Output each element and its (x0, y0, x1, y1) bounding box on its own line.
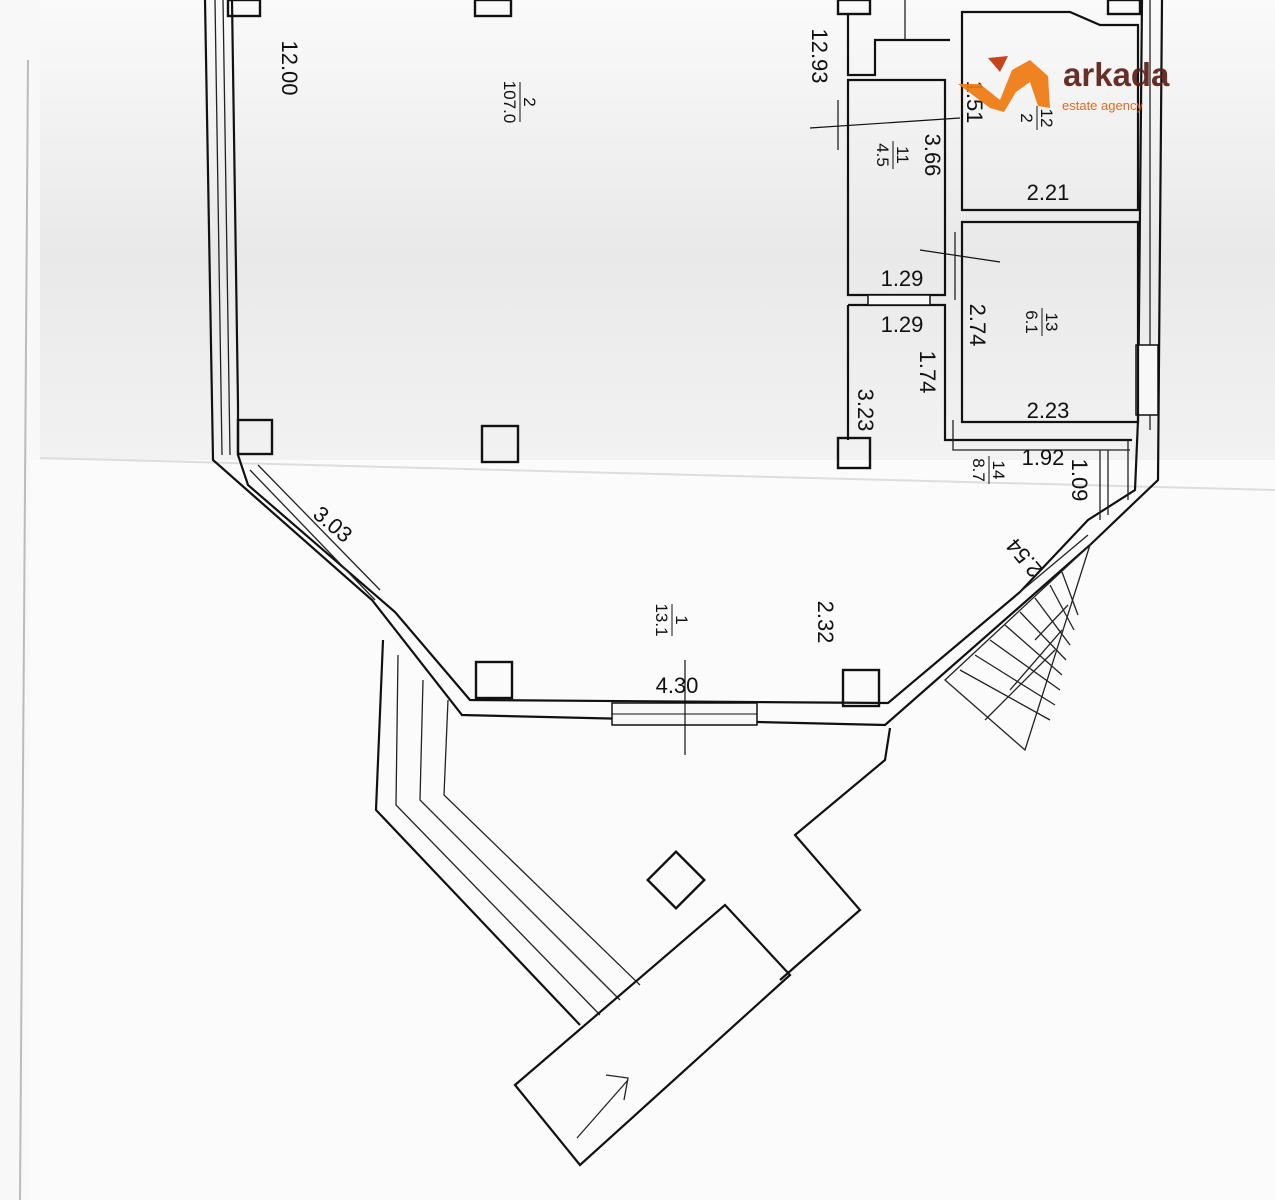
room-label-14: 14 8.7 (969, 456, 1008, 484)
svg-text:8.7: 8.7 (969, 458, 988, 482)
inner-partitions (837, 0, 1140, 520)
dimension-1-29-upper: 1.29 (881, 266, 924, 291)
dimension-1-92: 1.92 (1022, 445, 1065, 470)
entrance-ramp (374, 639, 892, 1167)
svg-text:4.5: 4.5 (873, 143, 892, 167)
room-label-1: 1 13.1 (652, 603, 691, 636)
dimension-lines (684, 117, 1001, 755)
dimension-3-66: 3.66 (920, 134, 945, 177)
svg-text:6.1: 6.1 (1022, 310, 1041, 334)
svg-text:2: 2 (1017, 113, 1036, 122)
dimension-2-23: 2.23 (1027, 398, 1070, 423)
room-label-13: 13 6.1 (1022, 308, 1061, 336)
dimension-1-09: 1.09 (1067, 459, 1092, 502)
dimension-12-00: 12.00 (277, 40, 302, 95)
svg-text:13: 13 (1042, 313, 1061, 332)
staircase (944, 542, 1092, 752)
svg-text:2: 2 (520, 97, 539, 106)
dimension-4-30: 4.30 (656, 673, 699, 698)
dimension-2-21: 2.21 (1027, 180, 1070, 205)
dimension-12-93: 12.93 (807, 28, 832, 83)
dimension-1-29-lower: 1.29 (881, 312, 924, 337)
logo-name: arkada (1063, 56, 1170, 93)
dimension-1-74: 1.74 (915, 351, 940, 394)
dimension-2-74: 2.74 (965, 304, 990, 347)
dimension-3-23: 3.23 (853, 389, 878, 432)
dimension-2-32: 2.32 (813, 601, 838, 644)
room-label-11: 11 4.5 (873, 141, 912, 169)
paper-upper-sheet (40, 0, 1275, 460)
svg-text:14: 14 (989, 461, 1008, 480)
paper-edge (19, 59, 29, 1200)
arkada-logo-mark (958, 60, 1050, 112)
arkada-logo: arkada estate agency (958, 56, 1170, 113)
structural-columns (226, 0, 1142, 910)
svg-text:12: 12 (1037, 109, 1056, 128)
svg-text:1: 1 (672, 615, 691, 624)
svg-text:11: 11 (893, 146, 912, 164)
paper-lower-sheet (30, 460, 1275, 1200)
logo-tagline: estate agency (1062, 98, 1143, 113)
svg-text:13.1: 13.1 (652, 603, 671, 636)
paper-fold-line (39, 457, 1275, 491)
room-label-2: 2 107.0 (500, 81, 539, 124)
svg-text:107.0: 107.0 (500, 81, 519, 124)
room-label-12: 12 2 (1017, 106, 1056, 130)
